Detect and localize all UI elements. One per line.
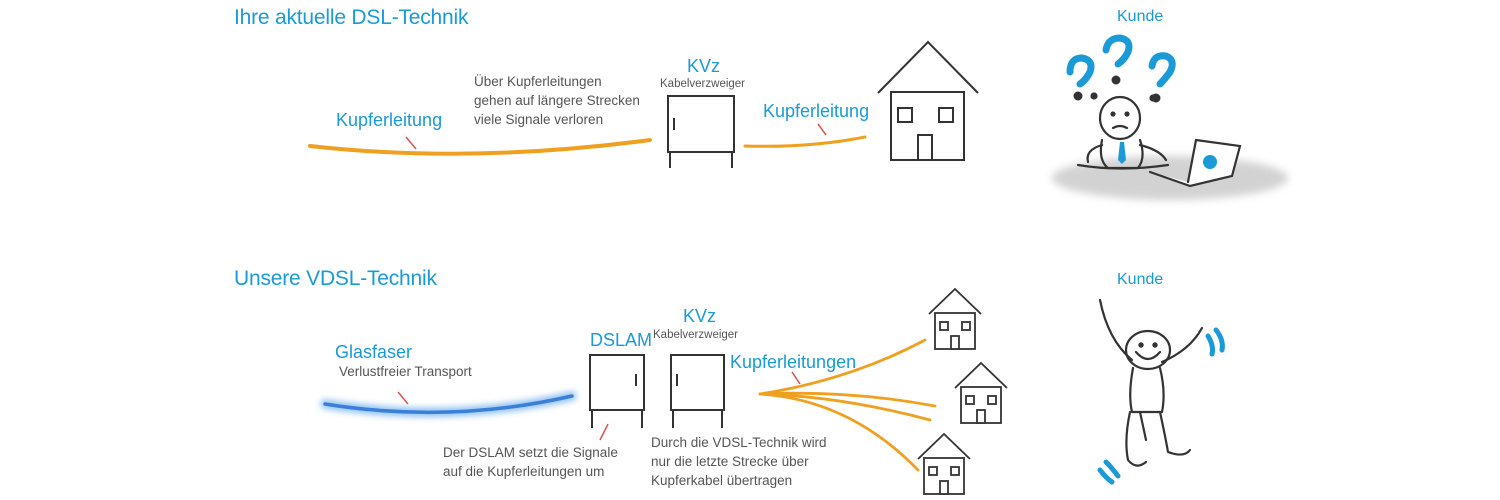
cabinet-icon [670,354,725,428]
loss-note: Über Kupferleitungen gehen auf längere S… [474,74,640,127]
confused-person-icon [1052,34,1288,200]
copper-label-right: Kupferleitung [763,101,870,121]
kunde-label-bottom: Kunde [1117,271,1164,288]
copper-line-short [743,135,867,148]
dslam-label: DSLAM [590,330,653,350]
dslam-note-pointer [599,423,609,441]
vdsl-note: Durch die VDSL-Technik wird nur die letz… [651,435,827,488]
copper-label-left: Kupferleitung [336,110,443,130]
kvz-sub: Kabelverzweiger [653,329,739,341]
cabinet-icon [589,354,645,428]
cabinet-icon [667,95,735,168]
copper-label-pointer [405,136,417,150]
kupferleitungen-label: Kupferleitungen [730,352,857,372]
kvz-label: KVz [683,306,717,326]
glasfaser-label: Glasfaser [335,342,413,362]
dsl-heading: Ihre aktuelle DSL-Technik [234,6,469,29]
copper-line-long [308,138,652,156]
vdsl-heading: Unsere VDSL-Technik [234,267,437,290]
kunde-label-top: Kunde [1117,8,1164,25]
dslam-note: Der DSLAM setzt die Signale auf die Kupf… [443,445,618,479]
kvz-label: KVz [687,56,721,76]
happy-person-icon [1098,298,1204,467]
glasfaser-sub: Verlustfreier Transport [339,364,472,379]
motion-marks [1097,327,1225,485]
house-icon [877,40,979,161]
kvz-sub: Kabelverzweiger [660,78,746,90]
fiber-line [323,394,574,415]
house-icon [917,432,971,495]
house-icon [928,287,982,350]
fiber-label-pointer [397,391,409,405]
house-icon [954,361,1008,424]
copper-label-pointer [817,123,827,136]
copper-label-pointer [791,371,801,385]
copper-fan-lines [758,338,937,472]
